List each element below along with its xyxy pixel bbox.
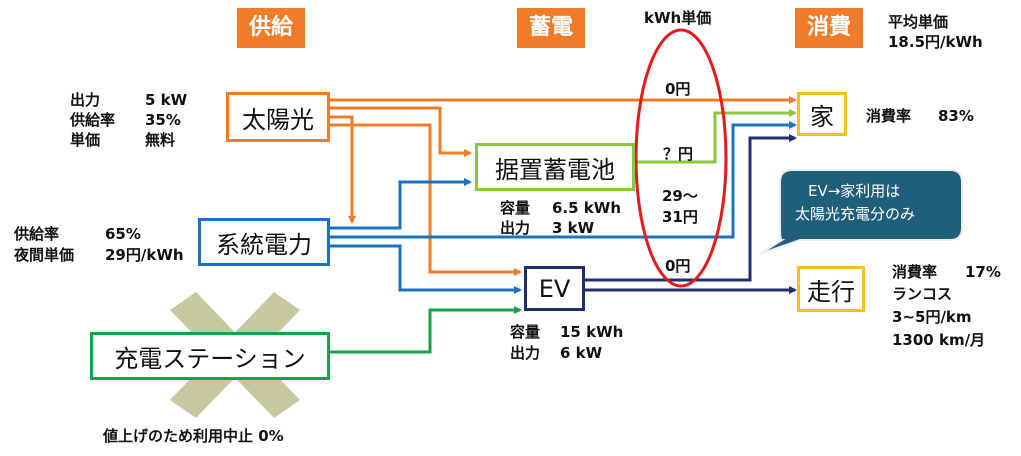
solar-unit-price-value: 無料 — [145, 131, 176, 149]
node-station: 充電ステーション — [90, 332, 330, 380]
ev-output-value: 6 kW — [560, 344, 603, 362]
node-home: 家 — [797, 92, 847, 136]
ev-output-label: 出力 — [510, 344, 541, 362]
price-solar: 0円 — [665, 80, 691, 98]
drive-distance: 1300 km/月 — [892, 331, 986, 349]
grid-supply-rate-value: 65% — [105, 225, 141, 243]
price-grid-line1: 29～ — [662, 187, 698, 205]
drive-running-cost-value: 3~5円/km — [892, 308, 972, 326]
grid-night-price-label: 夜間単価 — [14, 246, 75, 264]
drive-running-cost-label: ランコス — [892, 285, 953, 303]
solar-supply-rate-label: 供給率 — [70, 111, 116, 129]
grid-supply-rate-label: 供給率 — [14, 225, 60, 243]
ev-capacity-label: 容量 — [510, 323, 541, 341]
arrow-station-ev — [330, 306, 522, 354]
price-ev: 0円 — [665, 257, 691, 275]
header-consumption: 消費 — [795, 8, 863, 48]
callout-line2: 太陽光充電分のみ — [795, 205, 916, 223]
price-grid-line2: 31円 — [662, 208, 698, 226]
node-solar: 太陽光 — [226, 92, 330, 142]
battery-output-label: 出力 — [500, 219, 531, 237]
header-supply: 供給 — [237, 8, 305, 48]
arrow-battery-home — [635, 109, 797, 164]
arrow-grid-battery — [330, 178, 472, 230]
drive-rate-label: 消費率 — [892, 263, 938, 281]
battery-output-value: 3 kW — [552, 219, 595, 237]
header-storage: 蓄電 — [517, 8, 585, 48]
average-price-label: 平均単価 — [888, 13, 949, 31]
callout-line1: EV→家利用は — [808, 182, 901, 200]
solar-supply-rate-value: 35% — [145, 111, 181, 129]
grid-night-price-value: 29円/kWh — [105, 246, 184, 264]
solar-output-value: 5 kW — [145, 91, 188, 109]
solar-unit-price-label: 単価 — [70, 131, 101, 149]
battery-capacity-value: 6.5 kWh — [552, 199, 621, 217]
ev-capacity-value: 15 kWh — [560, 323, 624, 341]
callout-bubble — [759, 169, 963, 255]
battery-capacity-label: 容量 — [500, 199, 531, 217]
solar-output-label: 出力 — [70, 91, 101, 109]
average-price-value: 18.5円/kWh — [888, 33, 983, 51]
arrow-grid-home — [330, 121, 797, 239]
arrow-solar-ev — [328, 123, 522, 276]
node-battery: 据置蓄電池 — [475, 143, 635, 191]
node-grid: 系統電力 — [198, 218, 330, 266]
home-rate-value: 83% — [938, 107, 974, 125]
arrow-solar-battery — [328, 106, 472, 157]
kwh-price-title: kWh単価 — [644, 9, 712, 27]
price-battery: ？円 — [663, 145, 694, 163]
node-ev: EV — [524, 266, 585, 311]
home-rate-label: 消費率 — [866, 107, 912, 125]
price-ellipse — [634, 28, 728, 288]
drive-rate-value: 17% — [965, 263, 1001, 281]
arrow-grid-ev — [330, 244, 522, 294]
node-drive: 走行 — [797, 266, 865, 312]
station-note: 値上げのため利用中止 0% — [103, 427, 284, 445]
arrow-solar-grid — [328, 115, 356, 224]
